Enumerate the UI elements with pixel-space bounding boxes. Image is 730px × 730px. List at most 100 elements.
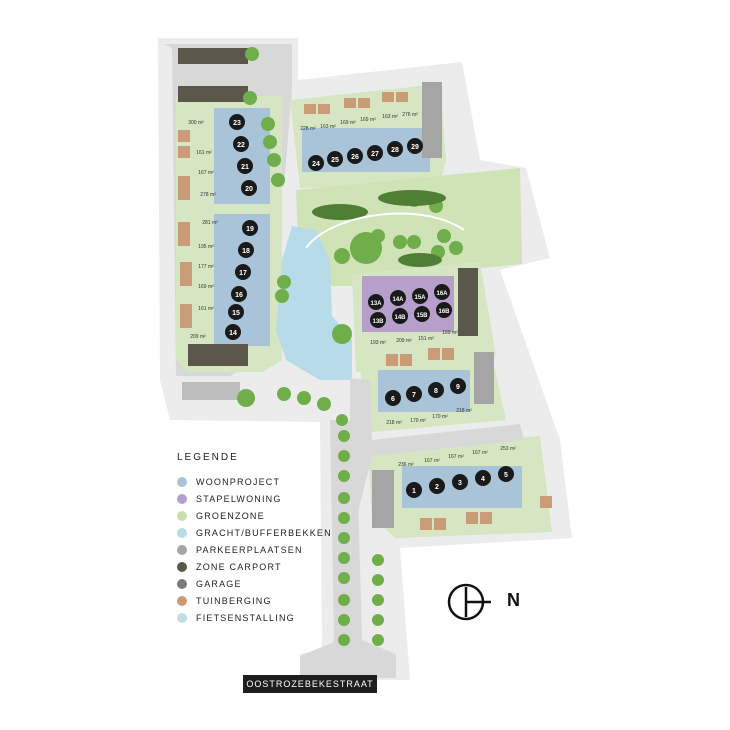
lot-number: 15A [414,295,426,301]
park-path [305,212,465,249]
hedge [378,190,446,206]
legend-swatch [177,595,187,606]
lot-number: 7 [412,392,416,399]
lot-number: 15 [232,310,240,317]
legend-item: PARKEERPLAATSEN [177,541,347,558]
area-label: 300 m² [188,120,204,126]
legend-swatch [177,527,187,538]
house-block-west-south [214,214,270,346]
lot-number: 14 [229,330,237,337]
lot-number: 4 [481,476,485,483]
area-label: 169 m² [360,117,376,123]
legend-item: GROENZONE [177,507,347,524]
parking-spaces [422,82,442,158]
legend-label: GARAGE [196,578,242,589]
legend-item: TUINBERGING [177,592,347,609]
lot-number: 3 [458,480,462,487]
lot-number: 29 [411,144,419,151]
access-road [300,420,396,678]
lot-number: 16B [438,309,450,315]
area-label: 161 m² [196,150,212,156]
area-label: 228 m² [300,126,316,132]
legend-item: FIETSENSTALLING [177,609,347,626]
lot-number: 24 [312,161,320,168]
legend-swatch [177,476,187,487]
area-label: 167 m² [448,454,464,460]
lot-number: 25 [331,157,339,164]
legend-swatch [177,561,187,572]
lot-number: 15B [416,313,428,319]
area-label: 278 m² [200,192,216,198]
carport-zone [178,48,248,64]
area-label: 169 m² [198,284,214,290]
area-label: 170 m² [410,418,426,424]
area-label: 218 m² [386,420,402,426]
legend-label: WOONPROJECT [196,476,281,487]
lot-number: 28 [391,147,399,154]
legend-title: LEGENDE [177,452,239,463]
pond [276,226,352,380]
lot-number: 1 [412,488,416,495]
carport-zone [178,86,248,102]
area-label: 167 m² [198,170,214,176]
legend-swatch [177,493,187,504]
lot-number: 19 [246,226,254,233]
lot-number: 20 [245,186,253,193]
lot-number: 13B [372,319,384,325]
lot-number: 6 [391,396,395,403]
legend-item: GRACHT/BUFFERBEKKEN [177,524,347,541]
lot-number: 13A [370,301,382,307]
area-label: 281 m² [202,220,218,226]
legend: LEGENDE WOONPROJECT STAPELWONING GROENZONE… [177,452,347,626]
lot-number: 18 [242,248,250,255]
lot-number: 9 [456,384,460,391]
area-label: 195 m² [198,244,214,250]
area-label: 177 m² [198,264,214,270]
lot-number: 14B [394,315,406,321]
area-label: 209 m² [396,338,412,344]
lot-number: 14A [392,297,404,303]
lot-number: 16 [235,292,243,299]
legend-label: TUINBERGING [196,595,272,606]
area-label: 170 m² [432,414,448,420]
lot-number: 22 [237,142,245,149]
lot-number: 27 [371,151,379,158]
legend-swatch [177,612,187,623]
legend-item: STAPELWONING [177,490,347,507]
legend-label: STAPELWONING [196,493,282,504]
area-label: 163 m² [320,124,336,130]
area-label: 161 m² [198,306,214,312]
area-label: 209 m² [190,334,206,340]
lot-number: 23 [233,120,241,127]
lot-number: 26 [351,154,359,161]
carport-zone [188,344,248,366]
legend-label: ZONE CARPORT [196,561,282,572]
legend-item: GARAGE [177,575,347,592]
legend-item: ZONE CARPORT [177,558,347,575]
north-indicator: N [445,581,535,623]
area-label: 193 m² [370,340,386,346]
legend-label: GRACHT/BUFFERBEKKEN [196,527,332,538]
area-label: 169 m² [340,120,356,126]
carport-zone [458,268,478,336]
legend-item: WOONPROJECT [177,473,347,490]
area-label: 253 m² [500,446,516,452]
area-label: 236 m² [398,462,414,468]
legend-swatch [177,544,187,555]
lot-number: 8 [434,388,438,395]
lot-number: 17 [239,270,247,277]
area-label: 218 m² [456,408,472,414]
garage [182,382,240,400]
lot-number: 5 [504,472,508,479]
street-label: OOSTROZEBEKESTRAAT [243,675,377,693]
north-label: N [507,590,520,610]
area-label: 163 m² [382,114,398,120]
inner-road [350,378,524,520]
trees [237,47,463,646]
area-label: 276 m² [402,112,418,118]
north-arrow-icon [447,583,491,621]
legend-swatch [177,510,187,521]
legend-label: GROENZONE [196,510,265,521]
legend-label: FIETSENSTALLING [196,612,295,623]
lot-number: 16A [436,291,448,297]
